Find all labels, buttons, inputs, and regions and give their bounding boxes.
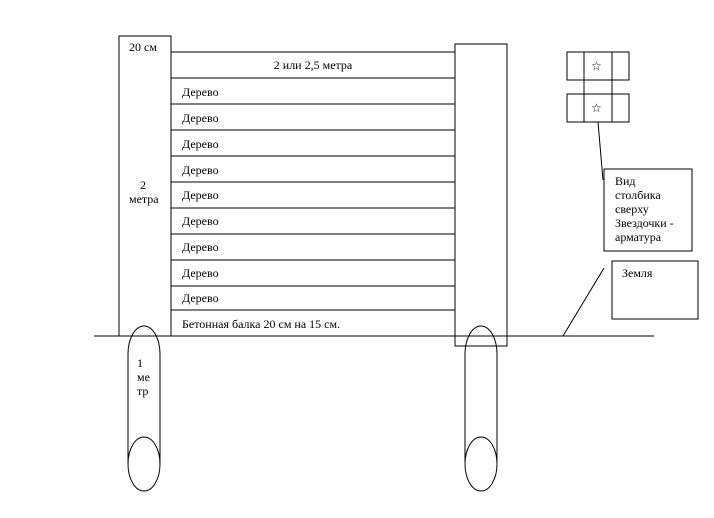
rebar-star-icon: ☆ (591, 101, 602, 115)
underground-length-label: 1 ме тр (137, 356, 150, 398)
top-view-note-box (603, 168, 693, 252)
board-3-label: Дерево (182, 137, 219, 151)
top-view-note: Вид столбика сверху Звездочки - арматура (615, 174, 674, 244)
top-view-callout-line (597, 121, 604, 181)
board-6-label: Дерево (182, 214, 219, 228)
ground-callout-line (562, 267, 605, 337)
board-1-label: Дерево (182, 85, 219, 99)
board-4-label: Дерево (182, 163, 219, 177)
span-label: 2 или 2,5 метра (273, 58, 353, 72)
post-top-label: 20 см (129, 40, 157, 54)
rebar-star-icon: ☆ (591, 59, 602, 73)
concrete-beam-label: Бетонная балка 20 см на 15 см. (182, 317, 341, 331)
board-7-label: Дерево (182, 240, 219, 254)
board-5-label: Дерево (182, 188, 219, 202)
board-stack (170, 51, 456, 337)
right-underground-pile (464, 325, 498, 492)
board-8-label: Дерево (182, 266, 219, 280)
right-post (454, 43, 508, 347)
left-underground-pile (127, 325, 161, 492)
board-9-label: Дерево (182, 291, 219, 305)
ground-label: Земля (622, 266, 653, 280)
post-height-label: 2 метра (129, 178, 159, 206)
ground-note-box (611, 260, 699, 320)
board-2-label: Дерево (182, 111, 219, 125)
